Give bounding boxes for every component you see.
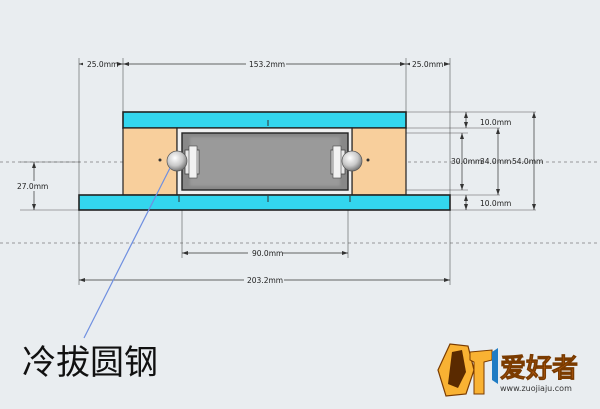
watermark-url: www.zuojiaju.com xyxy=(500,384,572,393)
callout-label: 冷拔圆钢 xyxy=(22,343,158,383)
callout-leader-line xyxy=(83,167,171,339)
dim-body-height: 34.0mm xyxy=(480,157,511,166)
watermark-logo: 爱好者 www.zuojiaju.com xyxy=(437,343,578,397)
dim-left-margin: 25.0mm xyxy=(87,60,118,69)
dim-center-width: 153.2mm xyxy=(249,60,285,69)
dimension-right xyxy=(460,112,536,210)
dim-total-width: 203.2mm xyxy=(247,276,283,285)
dim-right-margin: 25.0mm xyxy=(412,60,443,69)
dim-left-height: 27.0mm xyxy=(17,182,48,191)
watermark-brand: 爱好者 xyxy=(500,354,578,384)
dim-inner-height: 30.0mm xyxy=(451,157,482,166)
steel-rod-left xyxy=(166,150,188,172)
steel-rod-right xyxy=(341,150,363,172)
dim-bottom-thickness: 10.0mm xyxy=(480,199,511,208)
bearing-cap-right xyxy=(330,145,346,179)
bottom-plate xyxy=(78,194,451,211)
dim-bearing-spacing: 90.0mm xyxy=(252,249,283,258)
dim-total-height: 54.0mm xyxy=(512,157,543,166)
top-plate xyxy=(122,111,407,129)
bearing-cap-left xyxy=(184,145,200,179)
dim-top-thickness: 10.0mm xyxy=(480,118,511,127)
